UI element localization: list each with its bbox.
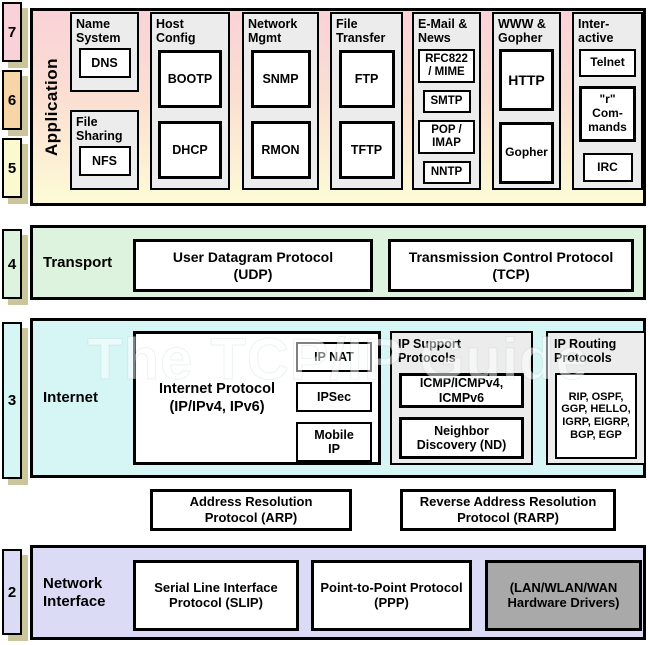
group-file-sharing: File Sharing NFS — [70, 110, 139, 190]
transport-layer-box: Transport User Datagram Protocol (UDP) T… — [30, 225, 646, 300]
hardware-drivers-box: (LAN/WLAN/WAN Hardware Drivers) — [485, 560, 642, 631]
protocol-irc: IRC — [582, 153, 633, 182]
application-layer-label: Application — [42, 57, 61, 157]
protocol-routing-list: RIP, OSPF, GGP, HELLO, IGRP, EIGRP, BGP,… — [555, 373, 637, 459]
group-ip-support-title: IP Support Protocols — [398, 337, 461, 365]
protocol-http: HTTP — [499, 49, 554, 111]
protocol-udp: User Datagram Protocol (UDP) — [133, 239, 373, 292]
transport-layer-label: Transport — [43, 253, 113, 271]
group-ip-support-protocols: IP Support Protocols ICMP/ICMPv4, ICMPv6… — [390, 331, 533, 465]
group-email-news: E-Mail & News RFC822 / MIME SMTP POP / I… — [412, 12, 481, 190]
group-interactive: Inter- active Telnet "r" Com- mands IRC — [572, 12, 643, 190]
protocol-nfs: NFS — [78, 146, 131, 176]
group-www-gopher: WWW & Gopher HTTP Gopher — [492, 12, 561, 190]
protocol-ipsec: IPSec — [296, 382, 372, 412]
protocol-arp: Address Resolution Protocol (ARP) — [150, 489, 352, 531]
group-www-gopher-title: WWW & Gopher — [498, 17, 546, 45]
group-email-news-title: E-Mail & News — [418, 17, 468, 45]
protocol-neighbor-discovery: Neighbor Discovery (ND) — [399, 417, 524, 459]
protocol-snmp: SNMP — [250, 50, 311, 108]
protocol-ip-nat: IP NAT — [296, 342, 372, 372]
protocol-tftp: TFTP — [338, 121, 395, 179]
group-network-mgmt-title: Network Mgmt — [248, 17, 298, 45]
protocol-r-commands: "r" Com- mands — [579, 86, 636, 142]
protocol-icmp: ICMP/ICMPv4, ICMPv6 — [399, 373, 524, 408]
protocol-mobile-ip: Mobile IP — [296, 422, 372, 462]
group-network-mgmt: Network Mgmt SNMP RMON — [242, 12, 319, 190]
network-interface-layer-box: Network Interface Serial Line Interface … — [30, 545, 646, 640]
protocol-pop-imap: POP / IMAP — [418, 120, 475, 154]
application-layer-label-wrap: Application — [35, 11, 69, 203]
protocol-dns: DNS — [78, 48, 131, 78]
network-interface-layer-label: Network Interface — [43, 574, 106, 610]
group-name-system: Name System DNS — [70, 12, 139, 92]
protocol-rfc822-mime: RFC822 / MIME — [418, 49, 475, 83]
protocol-ip-label: Internet Protocol (IP/IPv4, IPv6) — [158, 380, 275, 415]
layer-3-badge: 3 — [2, 322, 22, 479]
protocol-ip-box: Internet Protocol (IP/IPv4, IPv6) IP NAT… — [133, 331, 381, 465]
layer-2-badge: 2 — [2, 549, 22, 635]
protocol-slip: Serial Line Interface Protocol (SLIP) — [133, 560, 299, 631]
protocol-rmon: RMON — [250, 121, 311, 179]
protocol-nntp: NNTP — [422, 161, 471, 184]
layer-6-badge: 6 — [2, 70, 22, 130]
protocol-bootp: BOOTP — [158, 50, 222, 108]
protocol-rarp: Reverse Address Resolution Protocol (RAR… — [400, 489, 616, 531]
group-name-system-title: Name System — [76, 17, 121, 45]
internet-layer-box: Internet Internet Protocol (IP/IPv4, IPv… — [30, 318, 646, 478]
group-ip-routing-title: IP Routing Protocols — [554, 337, 617, 365]
group-host-config: Host Config BOOTP DHCP — [150, 12, 230, 190]
protocol-tcp: Transmission Control Protocol (TCP) — [388, 239, 634, 292]
protocol-ftp: FTP — [338, 50, 395, 108]
internet-layer-label: Internet — [43, 389, 99, 406]
protocol-ppp: Point-to-Point Protocol (PPP) — [311, 560, 472, 631]
protocol-smtp: SMTP — [422, 90, 471, 113]
protocol-telnet: Telnet — [579, 49, 636, 77]
group-interactive-title: Inter- active — [578, 17, 614, 45]
group-host-config-title: Host Config — [156, 17, 196, 45]
layer-7-badge: 7 — [2, 2, 22, 62]
layer-4-badge: 4 — [2, 229, 22, 299]
group-ip-routing-protocols: IP Routing Protocols RIP, OSPF, GGP, HEL… — [546, 331, 646, 465]
layer-5-badge: 5 — [2, 138, 22, 198]
group-file-transfer-title: File Transfer — [336, 17, 386, 45]
group-file-transfer: File Transfer FTP TFTP — [330, 12, 403, 190]
protocol-dhcp: DHCP — [158, 121, 222, 179]
group-file-sharing-title: File Sharing — [76, 115, 123, 143]
protocol-gopher: Gopher — [499, 122, 554, 184]
